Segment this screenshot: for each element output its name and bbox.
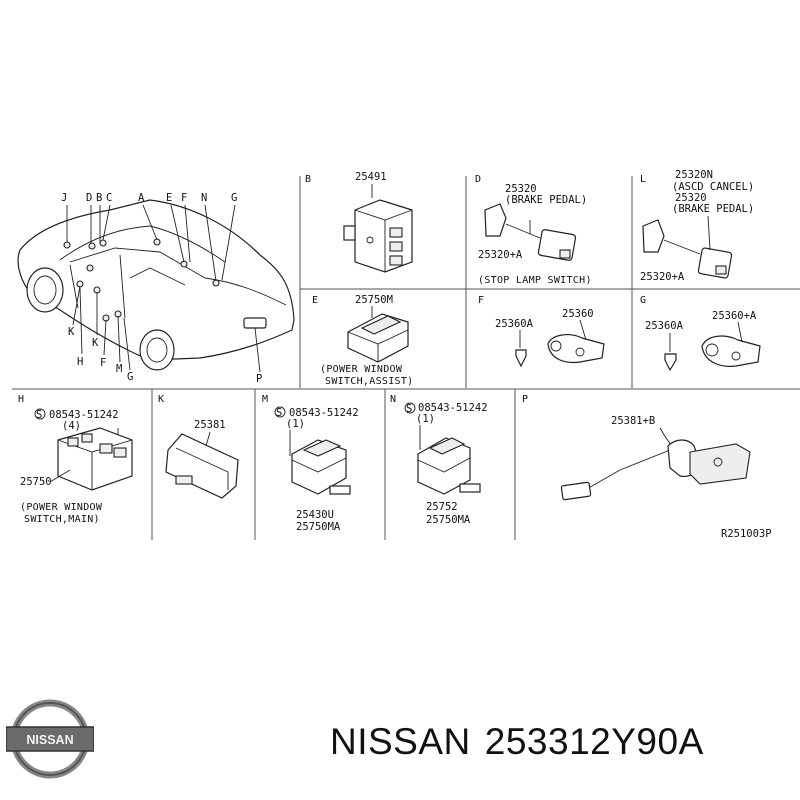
svg-text:25381: 25381 <box>194 419 226 431</box>
svg-text:25320+A: 25320+A <box>640 271 685 283</box>
svg-text:P: P <box>522 394 528 405</box>
brand-name: NISSAN <box>330 721 471 762</box>
section-ascd-cancel: L 25320N (ASCD CANCEL) 25320 (BRAKE PEDA… <box>640 169 754 283</box>
section-g: G 25360A 25360+A <box>640 295 761 372</box>
svg-text:25360: 25360 <box>562 308 594 320</box>
svg-text:(BRAKE PEDAL): (BRAKE PEDAL) <box>505 194 587 206</box>
svg-text:S: S <box>406 403 412 415</box>
svg-text:25360A: 25360A <box>645 320 684 332</box>
svg-text:25752: 25752 <box>426 501 458 513</box>
svg-text:B: B <box>305 174 311 185</box>
svg-text:(POWER WINDOW: (POWER WINDOW <box>320 364 403 375</box>
svg-text:M: M <box>262 394 268 405</box>
svg-text:25750M: 25750M <box>355 294 393 306</box>
section-e: E 25750M (POWER WINDOW SWITCH,ASSIST) <box>312 294 414 387</box>
svg-text:25320+A: 25320+A <box>478 249 523 261</box>
svg-text:25320N: 25320N <box>675 169 713 181</box>
svg-text:S: S <box>36 409 42 421</box>
section-p: P 25381+B R251003P <box>522 394 772 540</box>
callout-m: M <box>116 363 122 375</box>
svg-text:25491: 25491 <box>355 171 387 183</box>
svg-text:N: N <box>390 394 396 405</box>
svg-text:K: K <box>158 394 164 405</box>
callout-k: K <box>68 326 75 338</box>
svg-text:(1): (1) <box>286 418 305 430</box>
svg-text:S: S <box>276 407 282 419</box>
section-m: M S 08543-51242 (1) 25430U 25750MA <box>262 394 359 533</box>
section-h: H S 08543-51242 (4) 25750 (POWER WINDOW … <box>18 394 133 525</box>
svg-text:(POWER WINDOW: (POWER WINDOW <box>20 502 103 513</box>
svg-text:25360A: 25360A <box>495 318 534 330</box>
callout-n: N <box>201 192 207 204</box>
svg-text:(STOP LAMP SWITCH): (STOP LAMP SWITCH) <box>478 275 592 286</box>
svg-text:L: L <box>640 174 646 185</box>
svg-text:G: G <box>640 295 646 306</box>
callout-j: J <box>61 192 67 204</box>
svg-text:25381+B: 25381+B <box>611 415 655 427</box>
part-number: 253312Y90A <box>484 721 704 762</box>
svg-text:(ASCD CANCEL): (ASCD CANCEL) <box>672 181 754 193</box>
svg-text:F: F <box>478 295 484 306</box>
callout-f: F <box>181 192 187 204</box>
svg-text:25360+A: 25360+A <box>712 310 757 322</box>
part-number-footer: NISSAN 253312Y90A <box>330 712 790 772</box>
callout-g: G <box>231 192 237 204</box>
svg-text:25320: 25320 <box>505 183 537 195</box>
callout-f2: F <box>100 357 106 369</box>
section-f: F 25360A 25360 <box>478 295 605 368</box>
section-25491: B 25491 <box>305 171 413 273</box>
car-illustration: J D B C A E F N G K H K F M G P <box>17 192 295 385</box>
callout-h: H <box>77 356 83 368</box>
callout-c: C <box>106 192 112 204</box>
section-stop-lamp-switch: D 25320 (BRAKE PEDAL) 25320+A (STOP LAMP… <box>475 174 592 286</box>
svg-text:08543-51242: 08543-51242 <box>418 402 488 414</box>
svg-text:SWITCH,ASSIST): SWITCH,ASSIST) <box>325 376 414 387</box>
svg-text:SWITCH,MAIN): SWITCH,MAIN) <box>24 514 100 525</box>
svg-text:(BRAKE PEDAL): (BRAKE PEDAL) <box>672 203 754 215</box>
section-n: N S 08543-51242 (1) 25752 25750MA <box>390 394 488 526</box>
svg-text:08543-51242: 08543-51242 <box>289 407 359 419</box>
callout-k2: K <box>92 337 99 349</box>
svg-text:25750: 25750 <box>20 476 52 488</box>
nissan-logo: NISSAN <box>6 699 94 779</box>
svg-text:25750MA: 25750MA <box>426 514 471 526</box>
svg-text:R251003P: R251003P <box>721 528 772 540</box>
svg-text:25430U: 25430U <box>296 509 334 521</box>
callout-b: B <box>96 192 102 204</box>
svg-text:25750MA: 25750MA <box>296 521 341 533</box>
svg-text:NISSAN: NISSAN <box>26 733 73 747</box>
svg-text:(1): (1) <box>416 413 435 425</box>
svg-text:08543-51242: 08543-51242 <box>49 409 119 421</box>
callout-d: D <box>86 192 92 204</box>
callout-e: E <box>166 192 172 204</box>
callout-p: P <box>256 373 262 385</box>
svg-text:25320: 25320 <box>675 192 707 204</box>
svg-text:E: E <box>312 295 318 306</box>
grid-lines <box>12 176 800 540</box>
svg-text:H: H <box>18 394 24 405</box>
callout-a: A <box>138 192 145 204</box>
svg-text:(4): (4) <box>62 420 81 432</box>
svg-text:D: D <box>475 174 481 185</box>
section-k: K 25381 <box>158 394 239 499</box>
callout-g2: G <box>127 371 133 383</box>
